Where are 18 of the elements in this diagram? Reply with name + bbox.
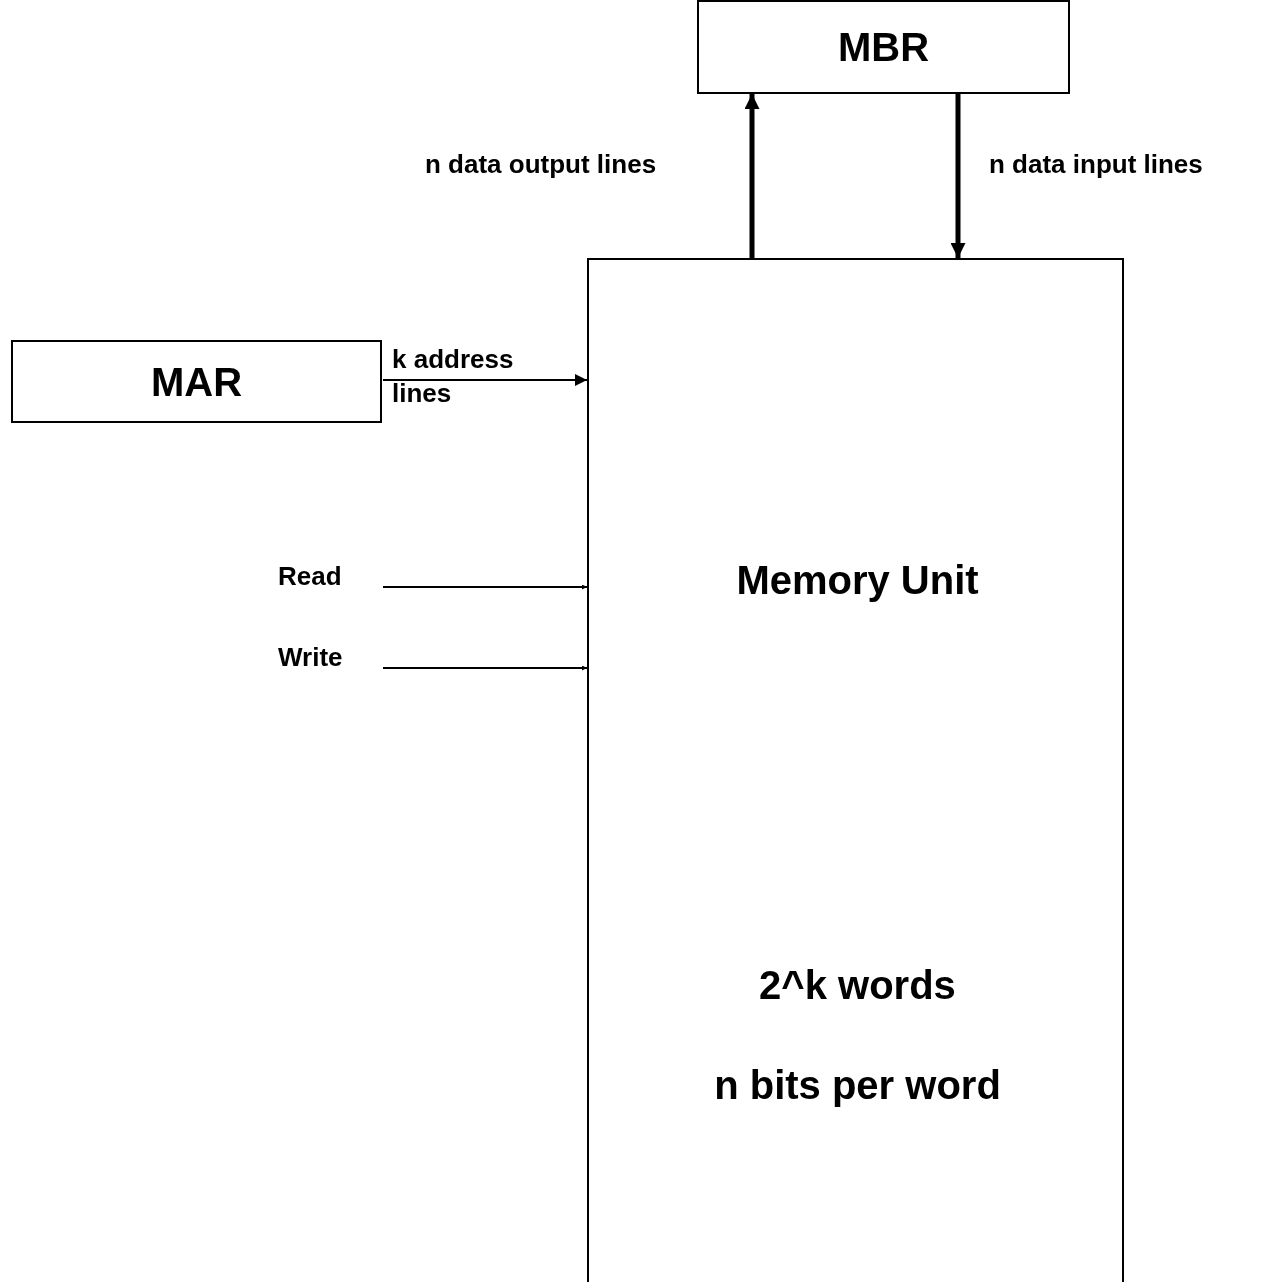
arrow xyxy=(382,374,588,386)
unit-spec: 2^k words xyxy=(758,962,957,1009)
signal-label: Read xyxy=(278,560,342,594)
arrow xyxy=(382,665,588,671)
arrow xyxy=(950,94,966,258)
edge-label: n data output lines xyxy=(425,148,658,181)
register-box xyxy=(697,0,1070,94)
register-label: MAR xyxy=(150,358,243,406)
unit-spec: n bits per word xyxy=(713,1062,1002,1109)
arrow xyxy=(382,584,588,590)
register-label: MBR xyxy=(837,24,930,71)
unit-title: Memory Unit xyxy=(735,557,980,604)
edge-label: n data input lines xyxy=(989,148,1204,181)
arrow xyxy=(744,94,760,258)
signal-label: Write xyxy=(278,641,343,675)
memory-unit-box xyxy=(587,258,1124,1282)
register-box xyxy=(11,340,382,423)
edge-label: k address lines xyxy=(392,343,515,410)
